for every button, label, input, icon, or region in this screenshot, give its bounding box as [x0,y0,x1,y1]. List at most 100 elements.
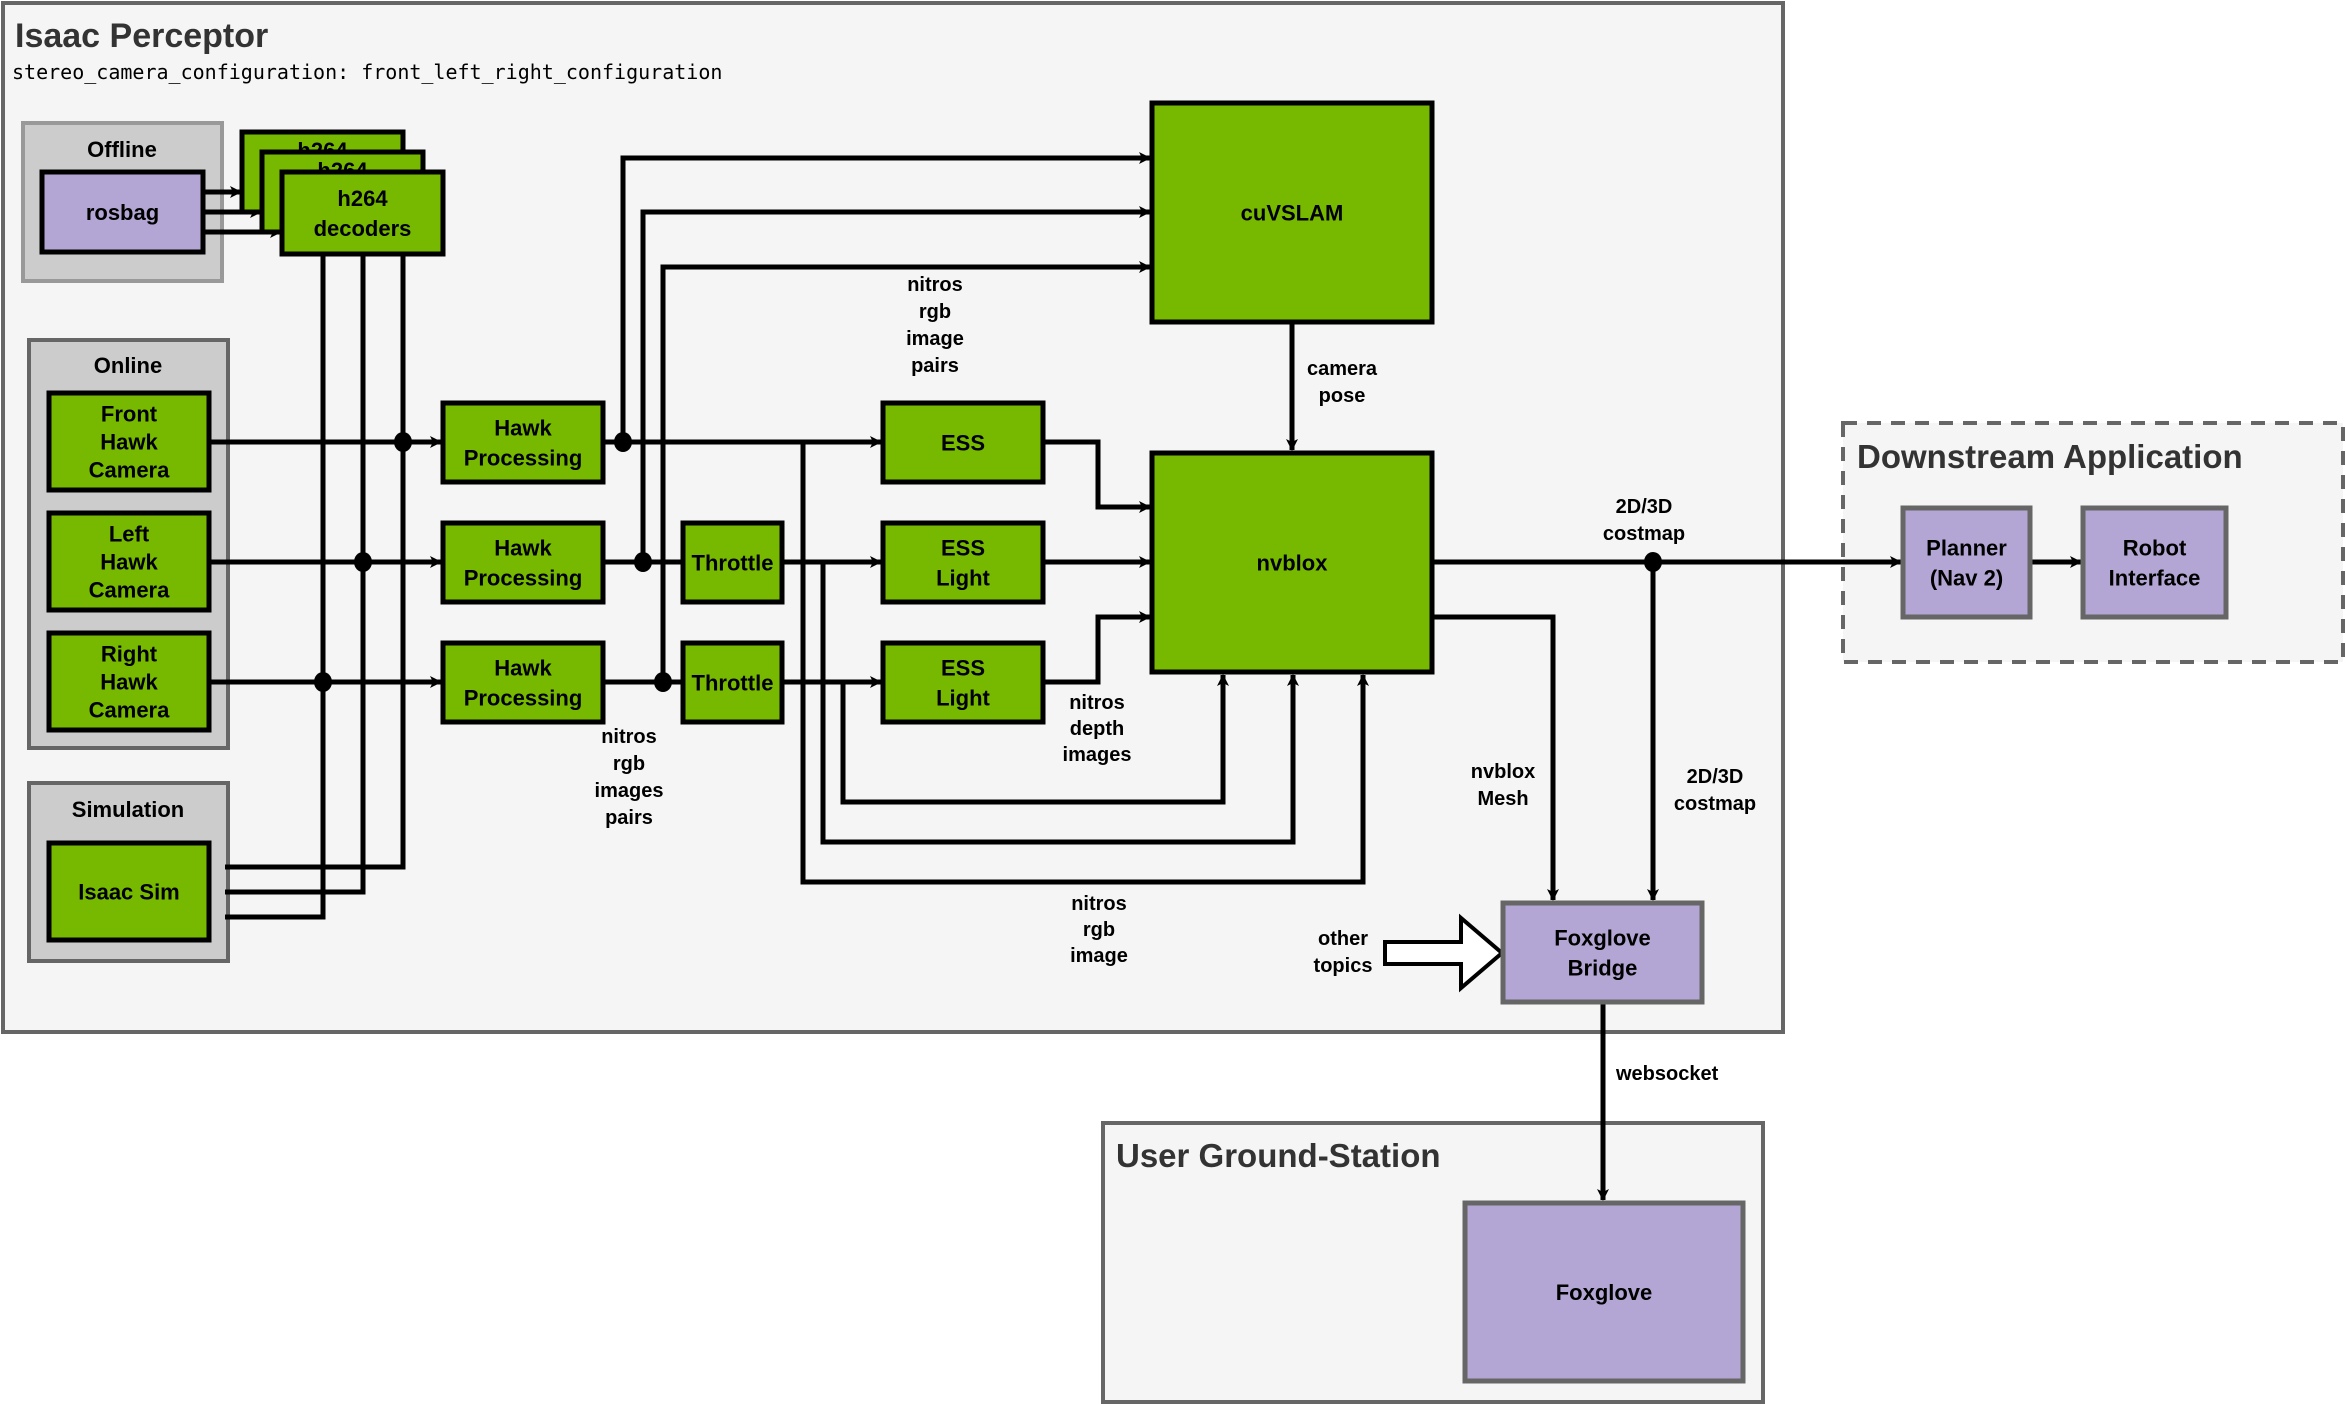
edge-label-rgb-image-pairs: rgb [919,301,951,323]
ess-light-right-node-label: ESS [941,655,985,680]
nvblox-node: nvblox [1149,450,1435,675]
throttle-left-node: Throttle [680,520,785,605]
hawk-processing-front-node-box [440,400,606,485]
foxglove-bridge-node-label: Foxglove [1554,925,1651,950]
edge-decoder-v1 [225,254,326,920]
edge-hawk3-cuvslam [660,261,1151,682]
ess-light-right-node-box [880,640,1046,725]
right-hawk-camera-node-label: Right [101,641,158,666]
ess-light-right-node: ESS Light [880,640,1046,725]
edge-label-costmap-side: 2D/3D [1687,766,1744,788]
edge-label-camera-pose: camera [1307,358,1378,380]
edge-label-rgb-images-pairs: pairs [605,807,653,829]
edge-hawk1-cuvslam [620,152,1151,442]
throttle-left-node-box [680,520,785,605]
edge-label-other-topics: other [1318,928,1368,950]
planner-node-box [1900,505,2033,620]
edge-rgb-nvblox-2 [820,562,1299,845]
edge-label-depth-images: nitros [1069,692,1125,714]
ess-light-left-node-label: ESS [941,535,985,560]
throttle-right-node: Throttle [680,640,785,725]
edge-label-rgb-image: rgb [1083,919,1115,941]
hawk-processing-left-node-label: Hawk [494,535,552,560]
edge-label-costmap-top: costmap [1603,523,1685,545]
edges [183,152,2082,1201]
junction-dots [314,432,1662,692]
foxglove-node: Foxglove [1462,1200,1746,1384]
junction-dot [314,672,332,692]
throttle-left-node-label: Throttle [692,550,774,575]
isaac-sim-node: Isaac Sim [46,840,212,943]
edge-rgb-nvblox-3 [800,442,1369,885]
edge-decoder-v3 [225,254,406,870]
other-topics-arrow [1383,913,1506,993]
ess-node-box [880,400,1046,485]
junction-dot [654,672,672,692]
left-hawk-camera-node-label: Hawk [100,549,158,574]
robot-interface-node-label: Robot [2123,535,2187,560]
right-hawk-camera-node-label: Camera [89,697,170,722]
robot-interface-node-box [2080,505,2229,620]
edge-label-costmap-top: 2D/3D [1616,496,1673,518]
edge-label-websocket: websocket [1615,1063,1719,1085]
edge-label-rgb-image: nitros [1071,893,1127,915]
foxglove-bridge-node-label: Bridge [1568,955,1638,980]
throttle-right-node-box [680,640,785,725]
planner-node-label: (Nav 2) [1930,565,2003,590]
planner-node: Planner(Nav 2) [1900,505,2033,620]
hawk-processing-front-node-label: Hawk [494,415,552,440]
ess-light-left-node-box [880,520,1046,605]
hawk-processing-left-node-box [440,520,606,605]
cuvslam-node: cuVSLAM [1149,100,1435,325]
edge-rgb-nvblox-1 [840,674,1229,805]
ess-light-right-node-label: Light [936,685,990,710]
right-hawk-camera-node-box [46,630,212,733]
hawk-processing-right-node-box [440,640,606,725]
edge-label-rgb-image: image [1070,945,1128,967]
edge-decoder-v2 [225,254,366,895]
throttle-right-node-label: Throttle [692,670,774,695]
right-hawk-camera-node-label: Hawk [100,669,158,694]
junction-dot [614,432,632,452]
ess-light-left-node-label: Light [936,565,990,590]
front-hawk-camera-node-box [46,390,212,493]
edge-label-nvblox-mesh: nvblox [1471,761,1535,783]
edge-label-rgb-images-pairs: nitros [601,726,657,748]
cuvslam-node-box [1149,100,1435,325]
online-group-label: Online [94,353,162,378]
front-hawk-camera-node-label: Camera [89,457,170,482]
ess-node: ESS [880,400,1046,485]
robot-interface-node-label: Interface [2109,565,2201,590]
simulation-group-label: Simulation [72,797,184,822]
edge-label-depth-images: depth [1070,718,1124,740]
edge-label-rgb-images-pairs: rgb [613,753,645,775]
h264-decoder-front-node-label: h264 [337,186,388,211]
edge-esslight2-nvblox [1043,611,1151,685]
ground-station-title: User Ground-Station [1116,1137,1441,1174]
edge-label-depth-images: images [1063,744,1132,766]
isaac-sim-node-label: Isaac Sim [78,879,180,904]
edge-label-camera-pose: pose [1319,385,1366,407]
hawk-processing-front-node-label: Processing [464,445,583,470]
nvblox-node-label: nvblox [1257,550,1329,575]
rosbag-node-label: rosbag [86,200,159,225]
nvblox-node-box [1149,450,1435,675]
foxglove-bridge-node-box [1500,900,1705,1005]
edge-mesh-bridge [1432,614,1559,901]
edge-label-costmap-side: costmap [1674,793,1756,815]
junction-dot [354,552,372,572]
junction-dot [634,552,652,572]
left-hawk-camera-node-label: Camera [89,577,170,602]
edge-label-rgb-image-pairs: image [906,328,964,350]
edge-label-rgb-images-pairs: images [595,780,664,802]
isaac-perceptor-title: Isaac Perceptor [15,17,268,55]
